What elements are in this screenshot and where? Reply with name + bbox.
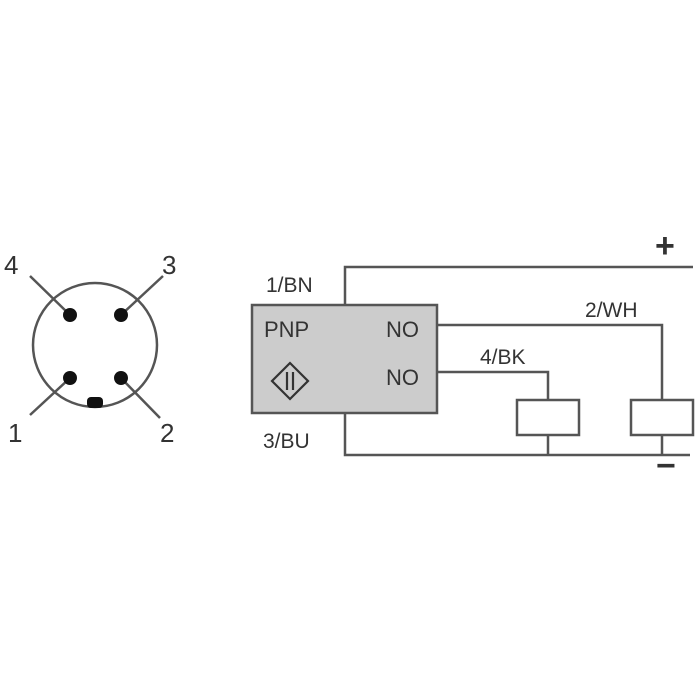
- pin-1-lead: [29, 377, 71, 416]
- connector-outline: [31, 281, 159, 409]
- wire-bu-label: 3/BU: [263, 430, 310, 453]
- pin-1-dot: [63, 371, 77, 385]
- wire-bn-label: 1/BN: [266, 274, 313, 297]
- output-wh-wire: [437, 323, 664, 400]
- pin-2-dot: [114, 371, 128, 385]
- negative-rail: [343, 413, 690, 457]
- output-1-label: NO: [386, 317, 419, 342]
- output-bk-wire: [437, 370, 550, 400]
- pin-3-lead: [120, 275, 164, 316]
- positive-sign: +: [655, 227, 675, 265]
- sensor-body: [250, 303, 439, 415]
- load-bk: [515, 398, 581, 437]
- pin-4-lead: [29, 275, 71, 316]
- output-2-label: NO: [386, 365, 419, 390]
- wire-bk-label: 4/BK: [480, 346, 526, 369]
- pin-4-dot: [63, 308, 77, 322]
- positive-rail: [343, 265, 693, 305]
- pin-2-label: 2: [160, 418, 174, 448]
- negative-sign: −: [656, 447, 676, 485]
- load-wh: [629, 398, 695, 437]
- pin-2-lead: [120, 377, 161, 419]
- connector-key: [87, 397, 103, 408]
- pin-1-label: 1: [8, 418, 22, 448]
- pin-3-dot: [114, 308, 128, 322]
- pin-4-label: 4: [4, 250, 18, 280]
- wire-wh-label: 2/WH: [585, 299, 638, 322]
- inductive-sensor-icon: [270, 361, 310, 401]
- wiring-schematic: 1/BN 3/BU 2/WH 4/BK PNP NO NO + −: [250, 227, 695, 485]
- pin-3-label: 3: [162, 250, 176, 280]
- connector-face: 4 3 1 2: [4, 250, 176, 448]
- sensor-type-label: PNP: [264, 317, 309, 342]
